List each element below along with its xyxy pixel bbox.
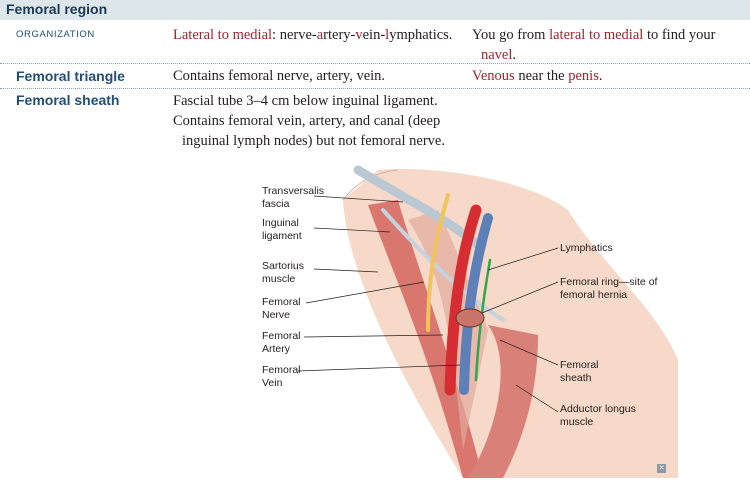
leader-line: [313, 227, 391, 233]
mnemonic-text-2: to find your: [643, 27, 716, 43]
label-line: fascia: [262, 198, 290, 210]
fact-red-3: v: [355, 27, 363, 43]
label-line: femoral hernia: [560, 289, 628, 301]
sheath-line-1: Fascial tube 3–4 cm below inguinal ligam…: [173, 93, 438, 109]
label-line: muscle: [262, 273, 296, 285]
label-line: Artery: [262, 343, 291, 355]
leader-line: [487, 247, 559, 271]
label-line: Femoral: [560, 359, 599, 371]
row-label-organization: ORGANIZATION: [16, 29, 95, 40]
femoral-triangle-fact: Contains femoral nerve, artery, vein.: [173, 68, 386, 84]
fact-text-4: ymphatics.: [389, 27, 453, 43]
label-line: Femoral: [262, 330, 301, 342]
mnemonic-text-5: .: [598, 68, 603, 84]
femoral-sheath-fact: Fascial tube 3–4 cm below inguinal ligam…: [173, 91, 445, 151]
sartorius-muscle: [368, 200, 483, 478]
label-line: ligament: [262, 230, 302, 242]
fact-red-1: Lateral to medial: [173, 27, 273, 43]
label-line: Sartorius: [262, 260, 305, 272]
organization-mnemonic: You go from lateral to medial to find yo…: [472, 25, 742, 65]
section-header: Femoral region: [0, 0, 750, 20]
mnemonic-red-2: navel: [481, 47, 513, 63]
leader-line: [303, 334, 444, 338]
leader-line: [481, 281, 559, 314]
label-line: Vein: [262, 377, 283, 389]
mnemonic-text-1: You go from: [472, 27, 550, 43]
nerve-vessel: [426, 193, 450, 332]
label-line: Lymphatics: [560, 242, 613, 254]
label-line: Nerve: [262, 309, 291, 321]
row-divider: [0, 88, 750, 89]
publisher-logo-icon: ✕: [657, 464, 666, 473]
fact-text-1: : nerve-: [272, 27, 317, 43]
organization-fact: Lateral to medial: nerve-artery-vein-lym…: [173, 25, 452, 45]
section-title: Femoral region: [6, 1, 108, 17]
leader-line: [297, 364, 461, 372]
mnemonic-text-3: .: [512, 47, 517, 63]
mnemonic-red-4: penis: [568, 68, 599, 84]
mnemonic-red-1: lateral to medial: [549, 27, 644, 43]
label-line: Femoral: [262, 364, 301, 376]
femoral-region-illustration: [297, 165, 678, 478]
leader-line: [515, 384, 559, 413]
adductor-longus-muscle: [468, 325, 538, 478]
fact-red-4: l: [385, 27, 390, 43]
row-label-femoral-sheath: Femoral sheath: [16, 92, 120, 108]
label-line: Femoral: [262, 296, 301, 308]
mnemonic-red-3: Venous: [472, 68, 515, 84]
fact-text-3: ein-: [362, 27, 386, 43]
label-line: Adductor longus: [560, 403, 636, 415]
sheath-line-2: Contains femoral vein, artery, and canal…: [173, 113, 441, 129]
inguinal-ligament-band: [381, 208, 505, 322]
leader-line: [313, 268, 379, 273]
label-lymphatics: Lymphatics: [560, 242, 613, 255]
mnemonic-text-4: near the: [514, 68, 569, 84]
label-line: sheath: [560, 372, 592, 384]
fact-text-2: rtery-: [323, 27, 356, 43]
row-label-femoral-triangle: Femoral triangle: [16, 68, 125, 84]
leader-line: [499, 339, 559, 366]
label-line: Femoral ring—site of: [560, 276, 658, 288]
label-line: Inguinal: [262, 217, 299, 229]
row-divider: [0, 63, 750, 64]
vein-vessel: [459, 213, 493, 395]
sheath-line-3: inguinal lymph nodes) but not femoral ne…: [182, 133, 445, 149]
fact-red-2: a: [316, 27, 324, 43]
label-line: muscle: [560, 416, 594, 428]
femoral-ring: [455, 308, 485, 328]
label-line: Transversalis: [262, 185, 325, 197]
leader-line: [313, 195, 404, 203]
leader-line: [305, 281, 425, 304]
femoral-triangle-mnemonic: Venous near the penis.: [472, 66, 742, 86]
artery-vessel: [444, 204, 482, 396]
